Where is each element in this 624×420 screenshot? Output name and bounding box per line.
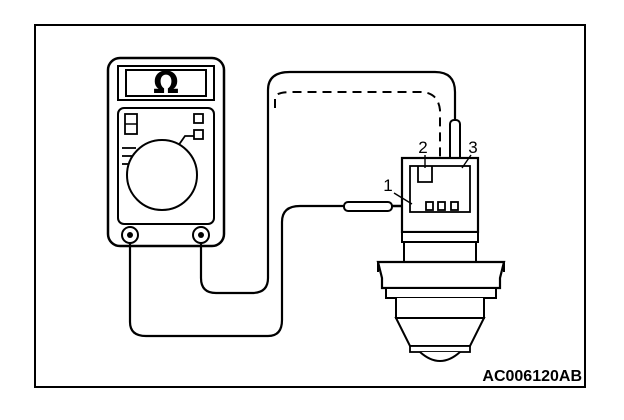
pin-1 [425, 201, 434, 211]
pin-2 [437, 201, 446, 211]
rotary-dial [126, 139, 198, 211]
test-lead-positive [199, 70, 457, 295]
terminal-label-2: 2 [418, 138, 427, 157]
range-box-top-right [193, 113, 204, 124]
multimeter: Ω [106, 56, 226, 248]
terminal-label-3: 3 [468, 138, 477, 157]
pin-3 [450, 201, 459, 211]
test-lead-alternate [274, 91, 441, 208]
figure-code: AC006120AB [482, 368, 582, 385]
terminal-label-1: 1 [383, 176, 392, 195]
component-connector [400, 156, 480, 234]
component-flange [376, 260, 506, 290]
test-lead-negative [128, 204, 344, 338]
ohm-symbol: Ω [153, 66, 179, 101]
component-body [376, 231, 506, 362]
multimeter-display [125, 69, 207, 97]
component-nozzle [394, 317, 486, 347]
range-box-right [193, 129, 204, 140]
